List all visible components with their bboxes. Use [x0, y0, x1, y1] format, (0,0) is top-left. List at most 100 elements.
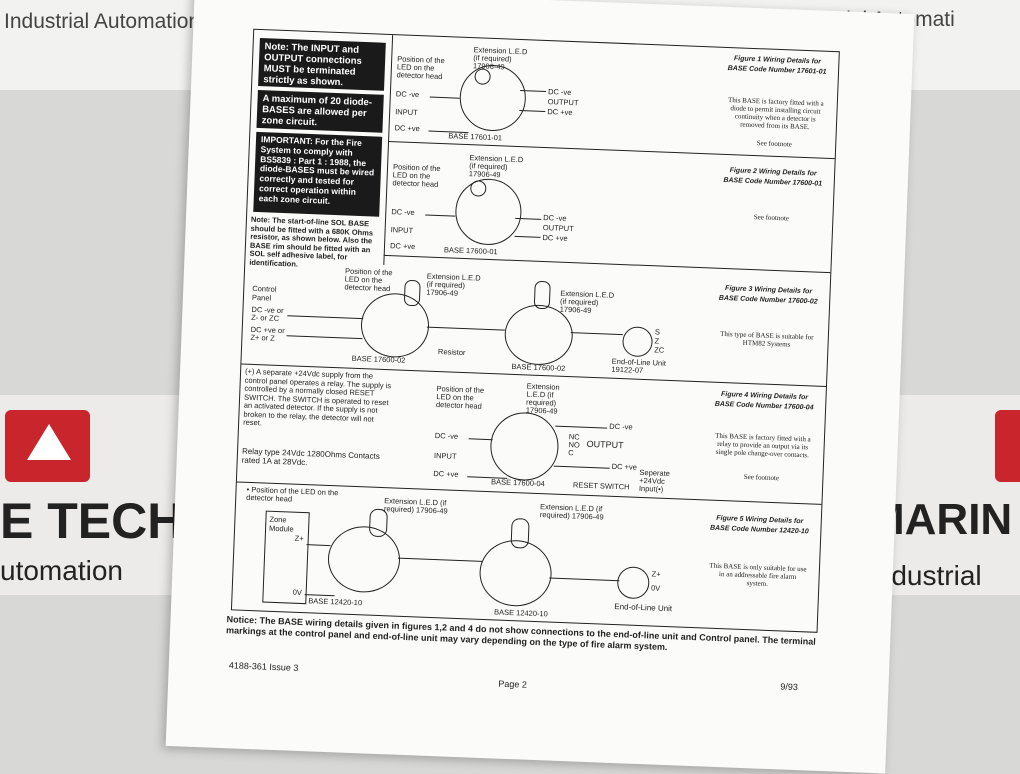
fig4-reset-switch: RESET SWITCH [572, 480, 630, 492]
note-important: IMPORTANT: For the Fire System to comply… [253, 131, 383, 217]
fig4-label-dc-pos: DC +ve [433, 468, 459, 479]
fig2-label-output: OUTPUT [542, 223, 574, 234]
fig5-ext-led-circle-2 [510, 518, 530, 549]
fig5-ext-led-2: Extension L.E.D (if required) 17906-49 [539, 502, 604, 522]
fig1-label-input: INPUT [395, 107, 418, 118]
fig2-ext-led: Extension L.E.D (if required) 17906-49 [468, 153, 524, 180]
fig3-base-label-2: BASE 17600-02 [511, 361, 566, 373]
background-left-brand: E TECH [0, 493, 184, 549]
fig3-wire [287, 315, 364, 320]
footer-date: 9/93 [780, 681, 799, 693]
relay-note: (+) A separate +24Vdc supply from the co… [242, 366, 392, 428]
relay-type: Relay type 24Vdc 1280Ohms Contacts rated… [241, 446, 380, 467]
fig1-wire [519, 110, 546, 113]
fig3-ext-led-2: Extension L.E.D (if required) 17906-49 [559, 288, 615, 315]
fig3-terminal-z: Z [654, 336, 660, 346]
fig3-wire [426, 326, 505, 331]
fig4-label-dc-neg: DC -ve [434, 431, 459, 441]
fig3-control-panel: Control Panel [251, 283, 277, 303]
fig5-base-circle-1 [326, 525, 402, 594]
figure-5-row: • Position of the LED on the detector he… [232, 481, 821, 631]
fig5-wire [398, 557, 483, 562]
fig2-wire [514, 235, 541, 238]
fig4-contact-c: C [568, 448, 574, 458]
fig5-base-circle-2 [478, 538, 553, 608]
fig4-see-footnote: See footnote [743, 472, 780, 483]
fig3-ext-led: Extension L.E.D (if required) 17906-49 [426, 271, 481, 298]
fig3-led-position: Position of the LED on the detector head [344, 266, 393, 294]
fig4-wire [468, 438, 493, 441]
fig1-label-dc-neg: DC -ve [395, 89, 420, 100]
fig3-ext-led-circle-1 [403, 279, 421, 307]
diagram-frame: Note: The INPUT and OUTPUT connections M… [230, 28, 840, 633]
fig4-wire [553, 465, 610, 469]
fig3-wire [570, 332, 623, 336]
fig1-see-footnote: See footnote [756, 139, 792, 149]
fig1-label-dc-neg-out: DC -ve [547, 87, 572, 97]
fig2-led-position: Position of the LED on the detector head [392, 162, 441, 189]
wiring-sheet: Note: The INPUT and OUTPUT connections M… [165, 0, 915, 774]
fig4-description: This BASE is factory fitted with a relay… [715, 431, 811, 460]
fig5-eol-unit: End-of-Line Unit [614, 602, 673, 614]
fig2-base-circle [454, 177, 523, 247]
fig4-caption: Figure 4 Wiring Details for BASE Code Nu… [714, 390, 814, 412]
fig1-label-dc-pos-out: DC +ve [547, 107, 573, 118]
fig2-base-label: BASE 17600-01 [443, 245, 498, 257]
fig2-label-dc-neg: DC -ve [391, 207, 415, 218]
fig4-label-dc-pos-out: DC +ve [611, 461, 638, 472]
fig2-label-dc-pos: DC +ve [389, 241, 416, 252]
fig1-label-dc-pos: DC +ve [394, 123, 420, 134]
fig4-separate-supply: Seperate +24Vdc Input(•) [638, 467, 671, 494]
fig4-ext-led: Extension L.E.D (if required) 17906-49 [525, 381, 560, 416]
fig4-wire [555, 425, 608, 429]
fig5-zplus: Z+ [294, 533, 304, 544]
fig2-label-dc-neg-out: DC -ve [543, 213, 567, 223]
fig4-wire [467, 476, 508, 479]
fig5-base-label-1: BASE 12420-10 [308, 596, 363, 608]
footer-page: Page 2 [498, 678, 528, 690]
figure-1-row: Position of the LED on the detector head… [388, 35, 839, 160]
fig1-label-output: OUTPUT [547, 97, 579, 108]
fig2-label-input: INPUT [390, 225, 414, 236]
figure-2-row: Position of the LED on the detector head… [383, 140, 835, 274]
fig5-wire [306, 544, 331, 547]
fig5-base-label-2: BASE 12420-10 [493, 607, 548, 619]
fig3-caption: Figure 3 Wiring Details for BASE Code Nu… [718, 285, 818, 306]
background-left-sub: utomation [0, 555, 123, 586]
background-text-top-left: Industrial Automation [4, 10, 201, 33]
fig3-ext-led-circle-2 [533, 280, 551, 310]
fig3-resistor: Resistor [437, 347, 466, 358]
figure-4-row: (+) A separate +24Vdc supply from the co… [236, 363, 826, 505]
fig3-eol-unit: End-of-Line Unit 19122-07 [611, 356, 667, 375]
fig5-eol-zplus: Z+ [651, 569, 661, 579]
fig1-wire [429, 96, 460, 99]
fig1-led-position: Position of the LED on the detector head [396, 54, 445, 82]
note-input-output: Note: The INPUT and OUTPUT connections M… [258, 37, 386, 91]
fig5-eol-0v: 0V [650, 583, 661, 593]
footer-doc-id: 4188-361 Issue 3 [228, 660, 299, 673]
right-logo-icon [995, 410, 1020, 482]
fig3-description: This type of BASE is suitable for HTM82 … [720, 329, 814, 349]
fig4-led-position: Position of the LED on the detector head [435, 384, 485, 411]
fig3-dc-neg: DC -ve or Z- or ZC [251, 304, 284, 323]
fig3-base-circle-1 [359, 292, 431, 359]
fig5-ext-led-circle-1 [368, 508, 388, 538]
fig5-zero: 0V [292, 587, 303, 598]
fig2-see-footnote: See footnote [753, 213, 790, 223]
fig5-wire [549, 577, 620, 582]
fig5-eol-circle [616, 566, 650, 600]
fig4-base-label: BASE 17600-04 [490, 477, 545, 489]
fig5-caption: Figure 5 Wiring Details for BASE Code Nu… [709, 514, 809, 536]
fig3-base-label-1: BASE 17600-02 [351, 353, 406, 365]
fig4-label-input: INPUT [433, 450, 457, 461]
fig1-caption: Figure 1 Wiring Details for BASE Code Nu… [727, 55, 827, 76]
fig3-terminal-zc: ZC [654, 345, 665, 355]
fig2-label-dc-pos-out: DC +ve [542, 232, 568, 243]
left-logo-icon [5, 410, 90, 482]
fig2-wire [425, 214, 456, 217]
note-max-bases: A maximum of 20 diode-BASES are allowed … [256, 89, 384, 133]
fig3-wire [286, 335, 363, 340]
fig4-base-circle [489, 411, 560, 482]
fig2-caption: Figure 2 Wiring Details for BASE Code Nu… [723, 167, 823, 188]
fig5-description: This BASE is only suitable for use in an… [709, 561, 807, 588]
